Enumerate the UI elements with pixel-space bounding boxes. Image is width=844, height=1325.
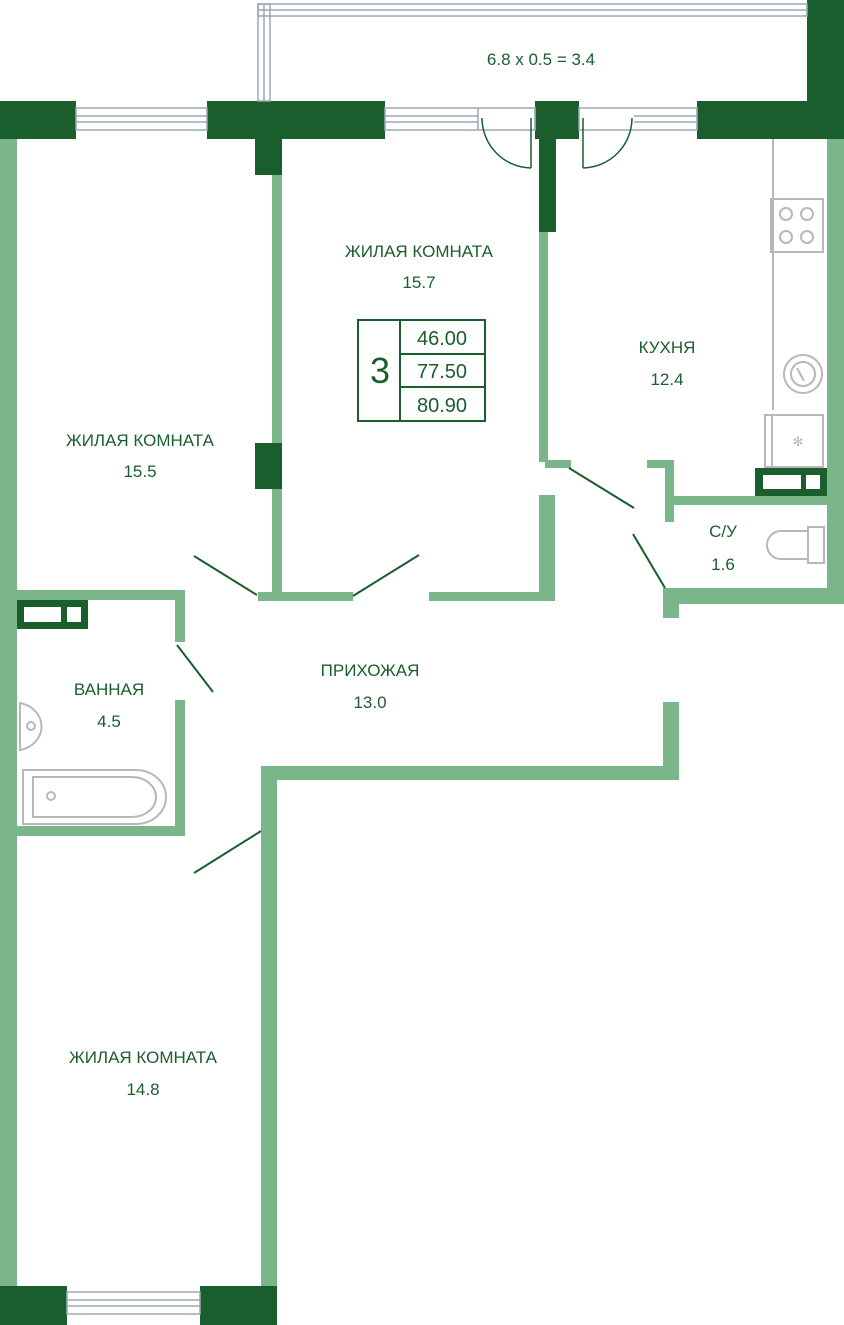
door-icon xyxy=(481,117,633,169)
bathroom-radiator xyxy=(17,600,88,629)
room-area-hallway: 13.0 xyxy=(353,693,386,712)
room-name-living-top: ЖИЛАЯ КОМНАТА xyxy=(345,242,494,261)
room-area-kitchen: 12.4 xyxy=(650,370,683,389)
interior-door-swings xyxy=(176,467,666,874)
total-with-balcony-value: 80.90 xyxy=(417,395,467,417)
balcony xyxy=(257,3,808,102)
room-name-hallway: ПРИХОЖАЯ xyxy=(321,661,420,680)
room-area-wc: 1.6 xyxy=(711,555,735,574)
area-summary-box: 3 46.00 77.50 80.90 xyxy=(357,319,486,422)
toilet-icon xyxy=(766,526,825,564)
window-icon xyxy=(75,107,208,131)
door-icon xyxy=(477,108,536,130)
bathtub-icon xyxy=(22,769,167,825)
room-name-kitchen: КУХНЯ xyxy=(639,338,696,357)
window-icon xyxy=(384,107,536,131)
fridge-icon: ✻ xyxy=(764,414,824,468)
room-name-living-left: ЖИЛАЯ КОМНАТА xyxy=(66,431,215,450)
window-icon xyxy=(66,1291,201,1315)
living-area-value: 46.00 xyxy=(417,328,467,350)
room-area-living-bottom: 14.8 xyxy=(126,1080,159,1099)
sink-icon xyxy=(783,354,823,394)
room-area-living-left: 15.5 xyxy=(123,462,156,481)
washbasin-icon xyxy=(19,701,43,752)
rooms-count: 3 xyxy=(370,350,390,391)
total-area-value: 77.50 xyxy=(417,361,467,383)
stove-icon xyxy=(770,198,824,253)
interior-walls xyxy=(0,138,844,1289)
room-name-bathroom: ВАННАЯ xyxy=(74,680,144,699)
room-area-living-top: 15.7 xyxy=(402,273,435,292)
window-icon xyxy=(578,107,698,131)
room-name-living-bottom: ЖИЛАЯ КОМНАТА xyxy=(69,1048,218,1067)
room-area-bathroom: 4.5 xyxy=(97,712,121,731)
svg-text:✻: ✻ xyxy=(793,435,804,450)
room-name-wc: С/У xyxy=(709,522,737,541)
balcony-area-label: 6.8 x 0.5 = 3.4 xyxy=(487,50,595,69)
radiator xyxy=(755,468,827,496)
